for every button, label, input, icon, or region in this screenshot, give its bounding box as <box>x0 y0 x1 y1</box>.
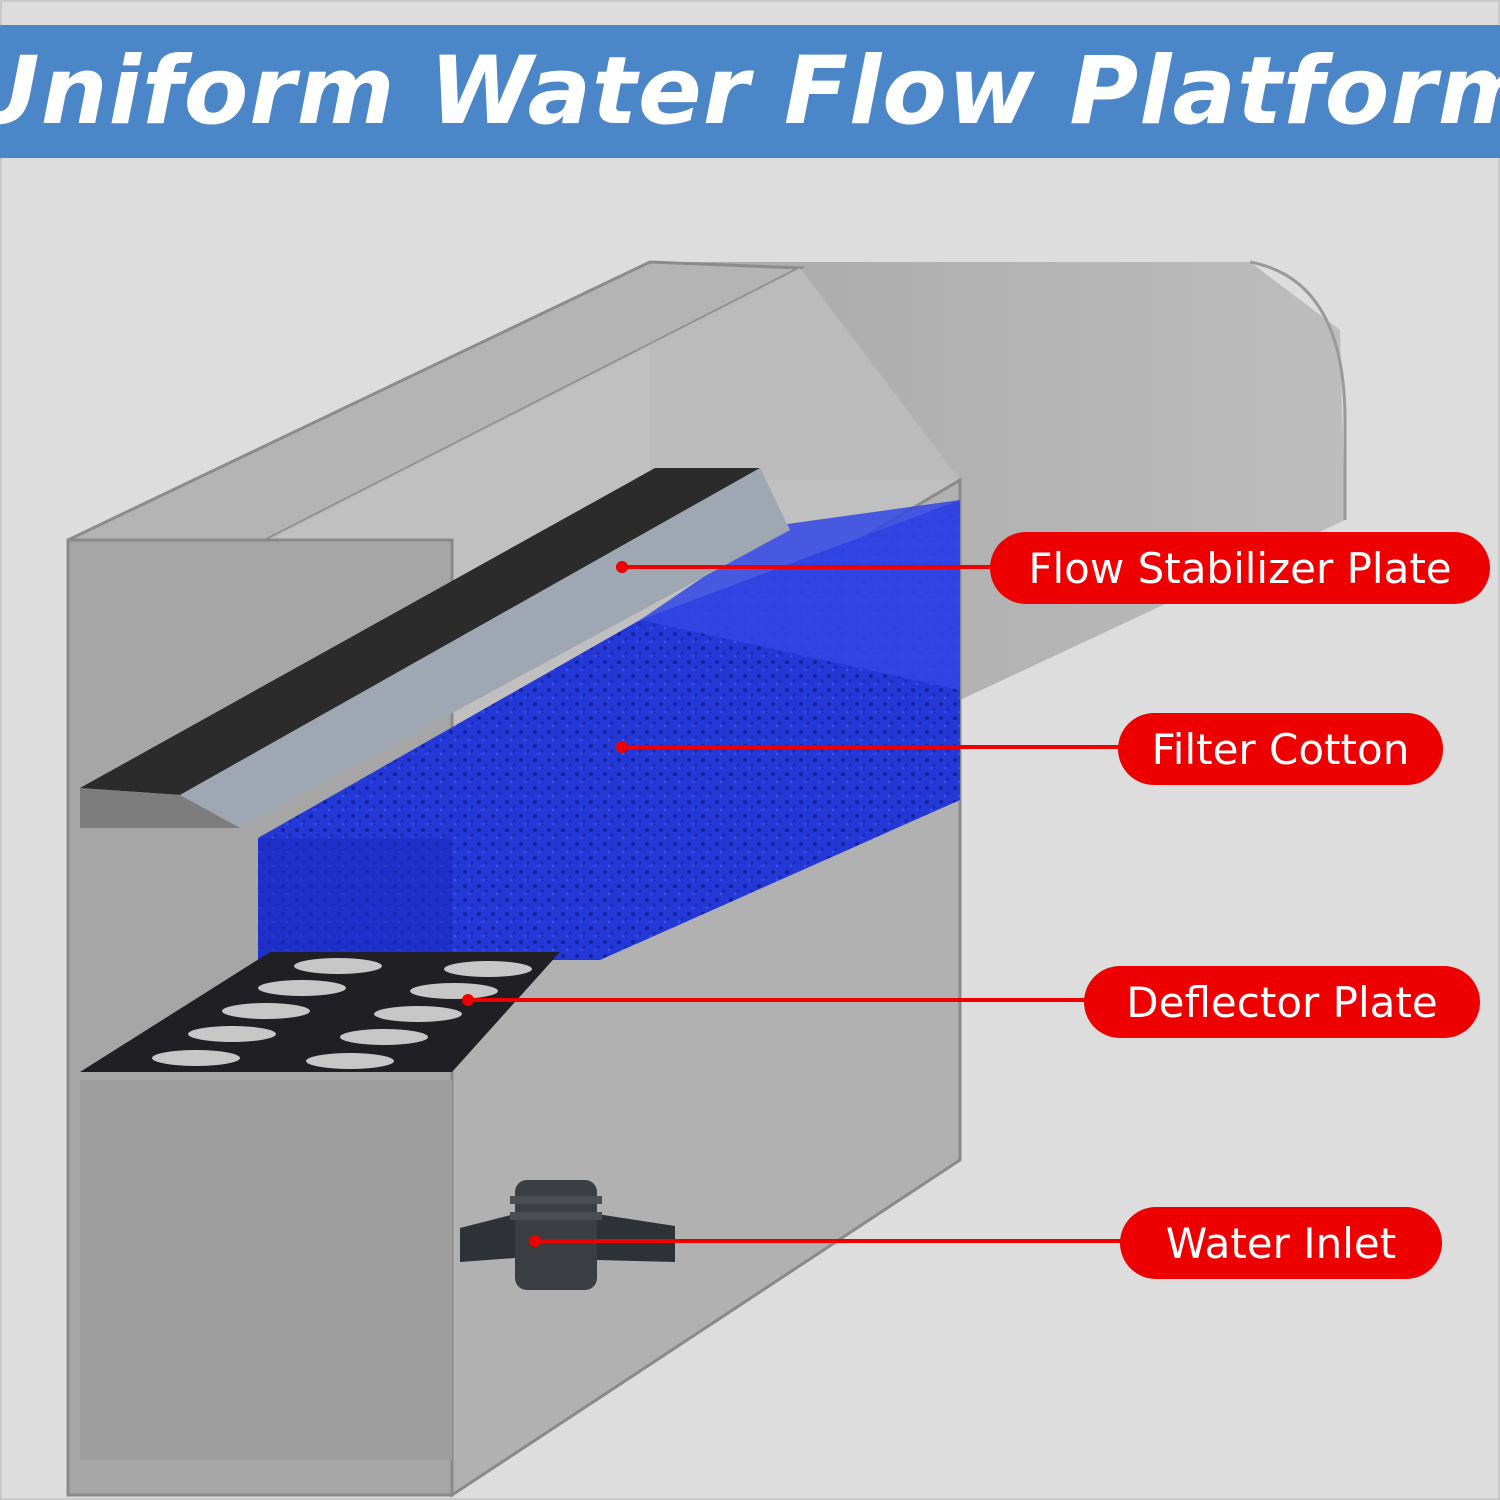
deflector-plate <box>80 952 560 1072</box>
title-banner: Uniform Water Flow Platform <box>0 25 1500 158</box>
label-filter-cotton: Filter Cotton <box>1118 713 1443 785</box>
label-water-inlet: Water Inlet <box>1120 1207 1442 1279</box>
leader-lines <box>462 561 1122 1247</box>
label-flow-stabilizer-plate: Flow Stabilizer Plate <box>990 532 1490 604</box>
flow-stabilizer-plate <box>80 468 790 828</box>
page-title: Uniform Water Flow Platform <box>0 37 1500 146</box>
filter-cotton-block <box>258 500 960 960</box>
label-deflector-plate: Deflector Plate <box>1084 966 1480 1038</box>
water-inlet-fitting <box>460 1180 675 1290</box>
